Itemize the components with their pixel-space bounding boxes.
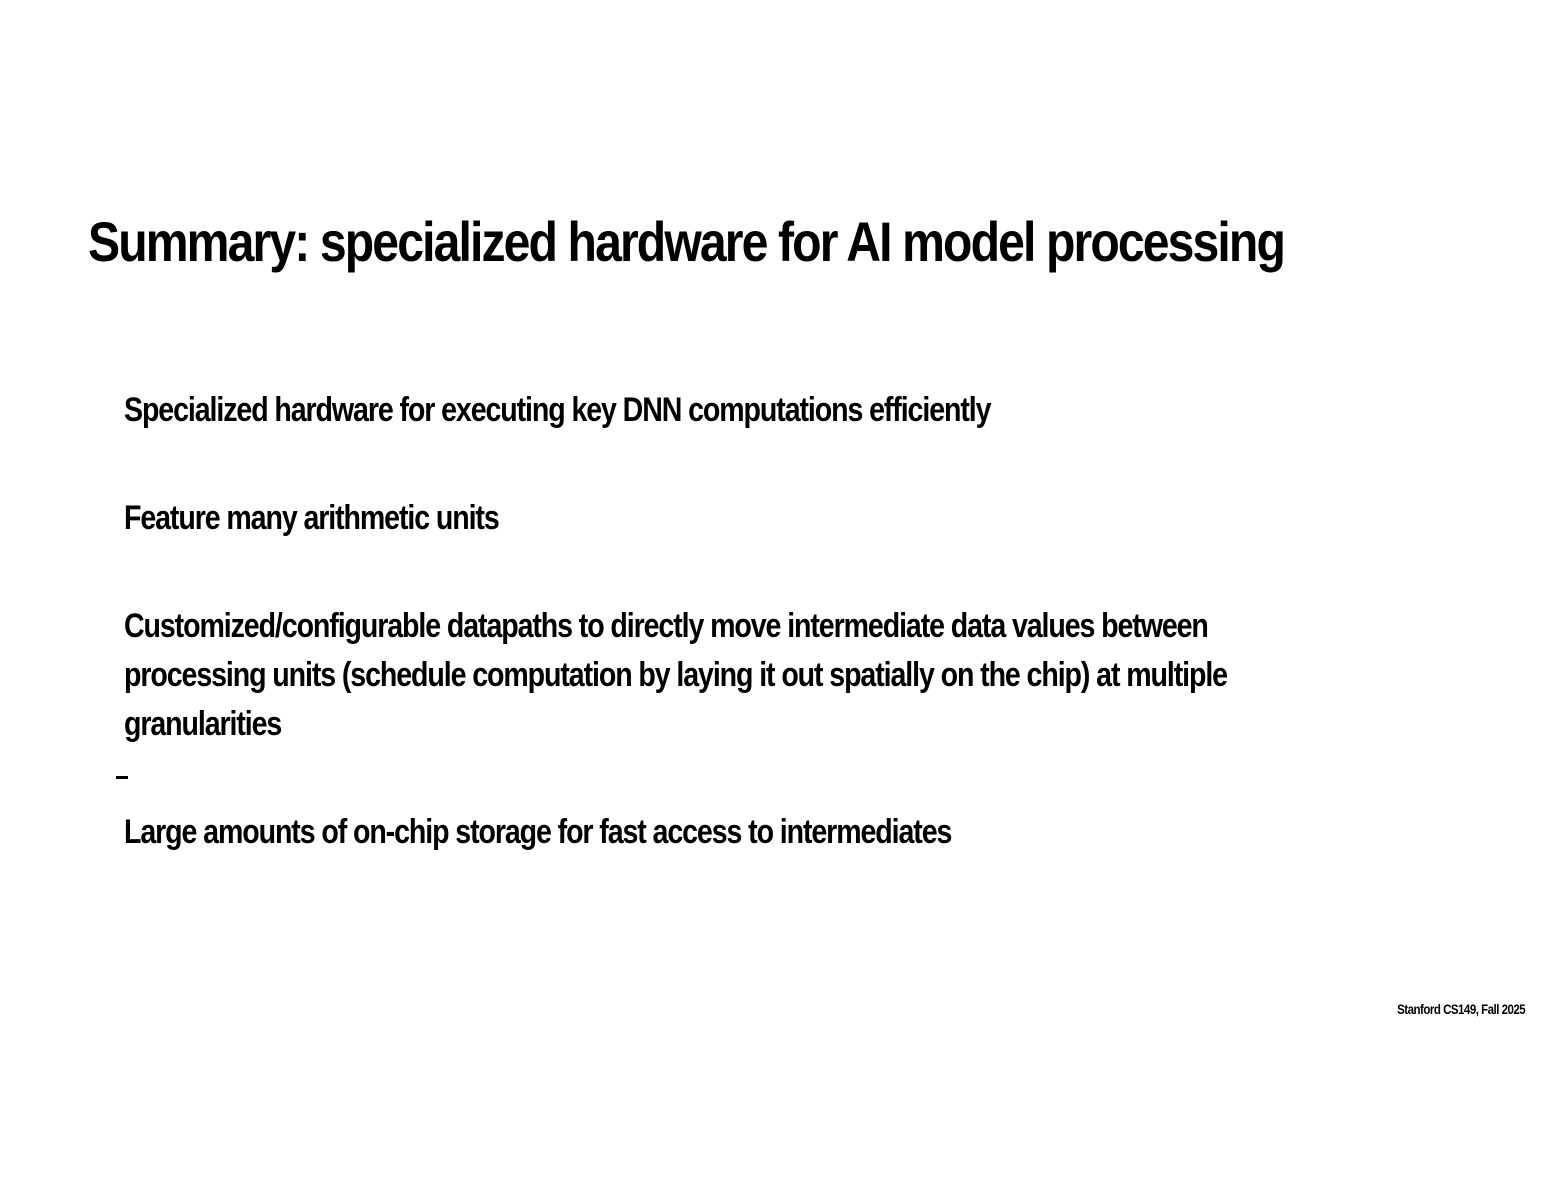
- bullet-item: Large amounts of on-chip storage for fas…: [124, 808, 952, 857]
- bullet-line: Customized/configurable datapaths to dir…: [124, 607, 1209, 645]
- bullet-line: Specialized hardware for executing key D…: [124, 391, 991, 429]
- bullet-line: Feature many arithmetic units: [124, 499, 500, 537]
- bullet-item: Customized/configurable datapaths to dir…: [124, 602, 1228, 749]
- bullet-line: granularities: [124, 705, 282, 743]
- bullet-item: Specialized hardware for executing key D…: [124, 386, 991, 435]
- slide-footer: Stanford CS149, Fall 2025: [1396, 1001, 1526, 1017]
- bullet-line: processing units (schedule computation b…: [124, 656, 1228, 694]
- slide-title: Summary: specialized hardware for AI mod…: [88, 210, 1286, 273]
- bullet-line: Large amounts of on-chip storage for fas…: [124, 813, 952, 851]
- stray-dash-mark: [116, 776, 128, 779]
- bullet-item: Feature many arithmetic units: [124, 494, 500, 543]
